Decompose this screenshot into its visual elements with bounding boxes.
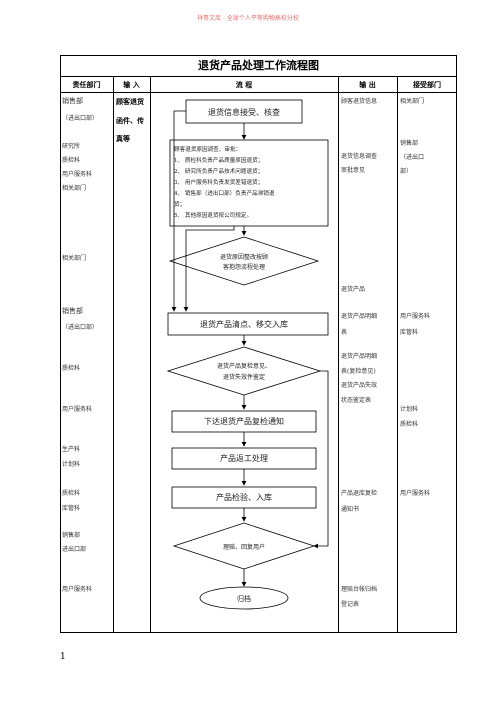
output-item: 产品退库复检	[341, 490, 378, 497]
page-number: 1	[60, 652, 66, 662]
flow-decision-label: 退货原因整改按顾	[220, 253, 268, 261]
flow-arrow	[313, 370, 329, 549]
investigation-line: 1、 质检科负责产品质量原因退货；	[174, 156, 263, 164]
dept-service: 用户服务科	[62, 171, 93, 178]
dept-production: 生产科	[62, 446, 81, 453]
output-item: 退货信息调查	[341, 153, 378, 160]
investigation-line: 2、 研究所负责产品技术问题退货；	[174, 167, 263, 175]
header-dept: 责任部门	[72, 80, 101, 89]
receiver-item: 相关部门	[400, 98, 425, 105]
dept-research: 研究所	[62, 143, 81, 150]
dept-service: 用户服务科	[62, 586, 93, 593]
receiver-item: 计划科	[400, 406, 419, 413]
flow-box-inspect-label: 产品检验、入库	[216, 492, 272, 502]
investigation-line: 4、 销售部（进出口部）负责产品滞销退	[174, 189, 275, 197]
flow-box-count	[167, 312, 329, 336]
header-flow: 流 程	[235, 80, 253, 89]
flow-terminal-label: 归档	[237, 594, 251, 603]
input-line: 函件、传	[116, 116, 144, 125]
flow-arrow	[171, 110, 186, 312]
output-item: 状态鉴定表	[341, 397, 372, 404]
flow-decision-label: 退货产品复检意见、	[217, 362, 271, 370]
watermark: 祥哥文库 - 全球个人平等购物高校分校	[197, 15, 299, 22]
investigation-line: 货；	[174, 200, 185, 208]
investigation-line: 5、 其他原因退货按公司规定。	[174, 211, 252, 219]
page-title: 退货产品处理工作流程图	[198, 59, 319, 72]
output-item: 退货产品明细	[341, 313, 378, 320]
receiver-item: （进出口	[400, 154, 425, 161]
column-divider	[338, 76, 339, 633]
dept-quality: 质检科	[62, 157, 81, 164]
dept-sales: 销售部	[62, 307, 83, 315]
receiver-item: 质检科	[400, 421, 419, 428]
flow-box-notice-label: 下达退货产品复检通知	[204, 416, 284, 426]
dept-export: （进出口部）	[62, 324, 99, 331]
flowchart-table	[60, 55, 457, 633]
header-input: 输 入	[123, 80, 140, 89]
dept-planning: 计划科	[62, 461, 81, 468]
flow-decision-complaint	[168, 236, 320, 286]
output-item: 表	[341, 329, 348, 336]
dept-sales: 销售部	[62, 97, 83, 105]
flow-box-rework-label: 产品返工处理	[220, 453, 268, 463]
input-line: 真等	[116, 134, 130, 143]
output-item: 审批意见	[341, 167, 366, 174]
column-divider	[397, 76, 398, 633]
column-divider	[113, 76, 114, 633]
flow-decision-label: 理赔、回复用户	[223, 543, 265, 551]
flow-decision-recheck	[166, 346, 322, 396]
output-item: 退货产品失效	[341, 382, 378, 389]
investigation-line: 3、 用户服务科负责发货差错退货；	[174, 178, 263, 186]
flow-box-count-label: 退货产品清点、移交入库	[200, 319, 288, 329]
dept-quality: 质检科	[62, 490, 81, 497]
header-receiver: 接受部门	[413, 80, 441, 89]
flow-box-investigation-text: 顾客退货原因调查、审批： 1、 质检科负责产品质量原因退货； 2、 研究所负责产品技…	[174, 145, 275, 219]
dept-service: 用户服务科	[62, 406, 93, 413]
column-divider	[150, 76, 151, 633]
input-line: 顾客退货	[116, 97, 144, 106]
flow-decision-label: 客抱怨流程处理	[223, 263, 265, 271]
receiver-item: 销售部	[400, 140, 419, 147]
flow-diagram: 退货信息接受、核查 退货原因整改按顾 客抱怨流程处理 退货产品清点、移交入库 退…	[166, 99, 329, 610]
receiver-item: 用户服务科	[400, 490, 431, 497]
output-item: 退货产品	[341, 286, 366, 293]
title-divider	[60, 76, 457, 77]
dept-related: 相关部门	[62, 185, 87, 192]
output-item: 理赔台帐归档	[341, 586, 378, 593]
dept-export: 进出口部	[62, 546, 87, 553]
flow-arrow	[183, 226, 235, 312]
flow-terminal-archive	[199, 586, 289, 610]
output-item: 顾客退货信息	[341, 98, 378, 105]
dept-related: 相关部门	[62, 255, 87, 262]
dept-sales: 销售部	[62, 532, 81, 539]
flow-box-investigation	[169, 139, 329, 227]
output-item: 表(复检意见)	[341, 368, 376, 375]
receiver-item: 库管科	[400, 329, 419, 336]
header-output: 输 出	[359, 80, 376, 89]
dept-quality: 质检科	[62, 365, 81, 372]
header-divider	[60, 92, 457, 93]
dept-export: （进出口部）	[62, 115, 99, 122]
receiver-item: 部）	[400, 168, 413, 175]
investigation-line: 顾客退货原因调查、审批：	[174, 145, 241, 153]
flow-decision-label: 退货失效件鉴定	[223, 373, 265, 381]
output-item: 通知书	[341, 506, 360, 513]
receiver-item: 用户服务科	[400, 313, 431, 320]
dept-warehouse: 库管科	[62, 505, 81, 512]
output-item: 退货产品明细	[341, 353, 378, 360]
flow-box-receive-label: 退货信息接受、核查	[208, 107, 280, 117]
output-item: 登记表	[341, 601, 360, 608]
